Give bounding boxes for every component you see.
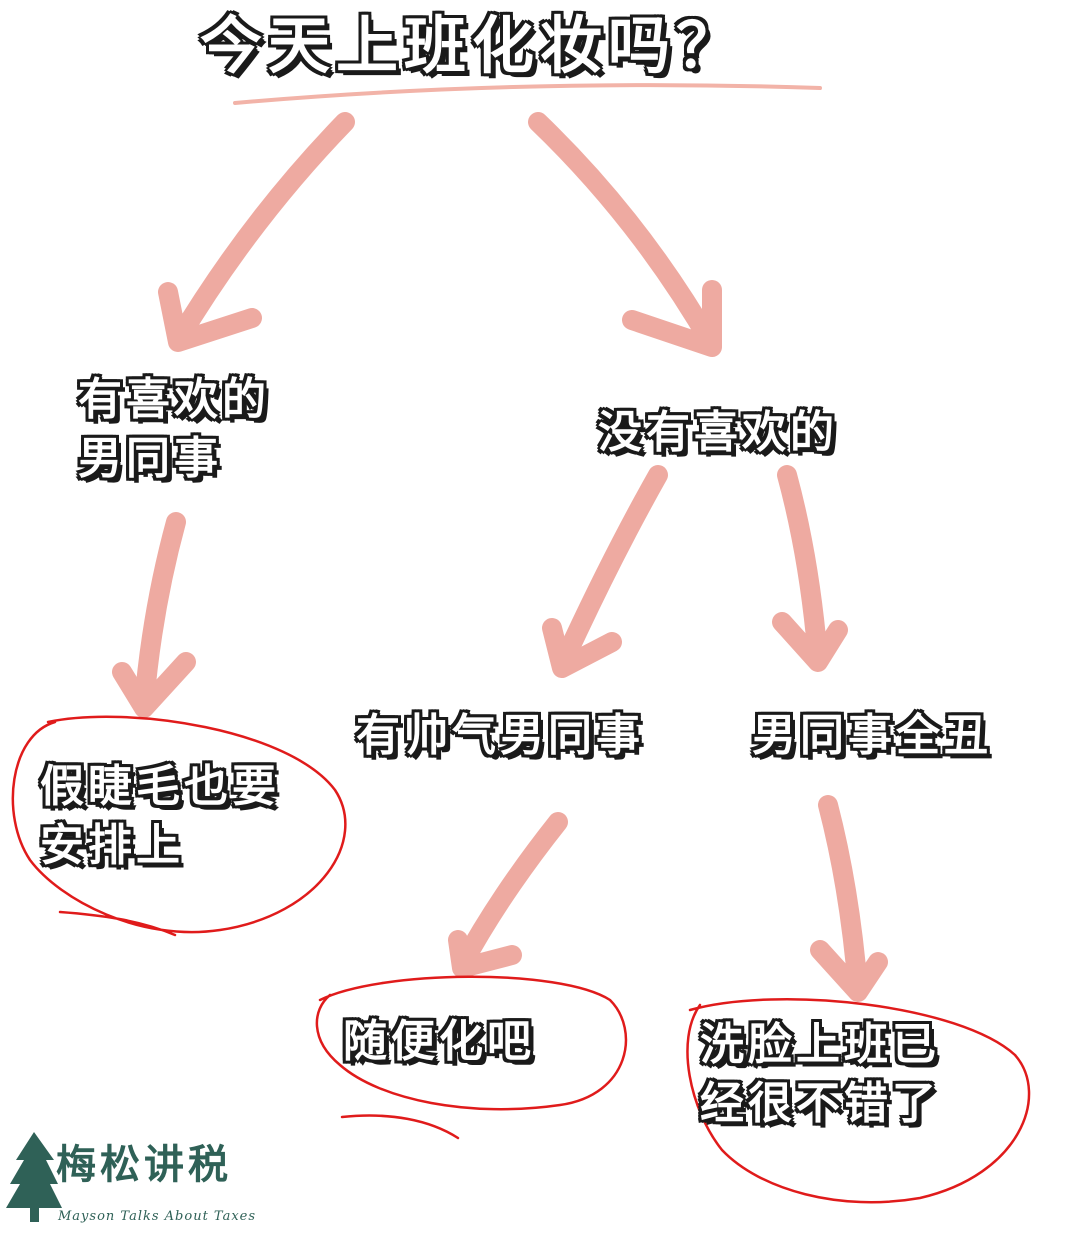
node-all-ugly: 男同事全丑 <box>752 710 992 761</box>
arrowhead-handsome <box>542 618 622 678</box>
brand-logo: 梅松讲税 Mayson Talks About Taxes <box>6 1132 296 1224</box>
arrow-to-handsome <box>552 465 668 675</box>
node-no-like: 没有喜欢的 <box>598 407 838 458</box>
node-wash-face-line-2: 经很不错了 <box>700 1078 940 1130</box>
arrowhead-no-like <box>622 280 722 357</box>
node-like-coworker: 有喜欢的 男同事 <box>78 370 270 489</box>
node-lashes-line-2: 安排上 <box>40 820 184 872</box>
page-title: 今天上班化妆吗？ <box>200 9 745 82</box>
node-lashes: 假睫毛也要 安排上 <box>40 757 280 876</box>
brand-name: 梅松讲税 <box>56 1142 232 1188</box>
arrow-to-casual <box>452 812 568 975</box>
highlight-circle-wash-face <box>686 998 1031 1204</box>
highlight-circle-lashes <box>11 715 347 937</box>
node-like-coworker-line-1: 有喜欢的 <box>78 374 270 425</box>
title-underline <box>233 83 822 105</box>
arrowhead-casual <box>448 930 522 978</box>
arrowhead-like-coworker <box>158 282 262 352</box>
brand-subtitle: Mayson Talks About Taxes <box>58 1209 257 1224</box>
node-handsome: 有帅气男同事 <box>356 710 644 761</box>
node-lashes-line-1: 假睫毛也要 <box>40 761 280 812</box>
arrow-to-no-like <box>528 112 722 355</box>
pine-tree-icon <box>6 1132 62 1222</box>
arrow-to-wash-face <box>818 795 868 1000</box>
highlight-circle-casual <box>315 975 628 1140</box>
arrow-to-all-ugly <box>777 465 828 670</box>
node-like-coworker-line-2: 男同事 <box>78 433 222 485</box>
arrowhead-lashes <box>112 652 196 718</box>
node-wash-face: 洗脸上班已 经很不错了 <box>700 1015 940 1134</box>
arrow-to-lashes <box>134 512 186 715</box>
node-wash-face-line-1: 洗脸上班已 <box>700 1019 940 1070</box>
arrowhead-all-ugly <box>772 612 848 672</box>
arrow-to-like-coworker <box>168 112 355 350</box>
node-casual: 随便化吧 <box>343 1016 535 1067</box>
arrowhead-wash-face <box>810 940 888 1002</box>
